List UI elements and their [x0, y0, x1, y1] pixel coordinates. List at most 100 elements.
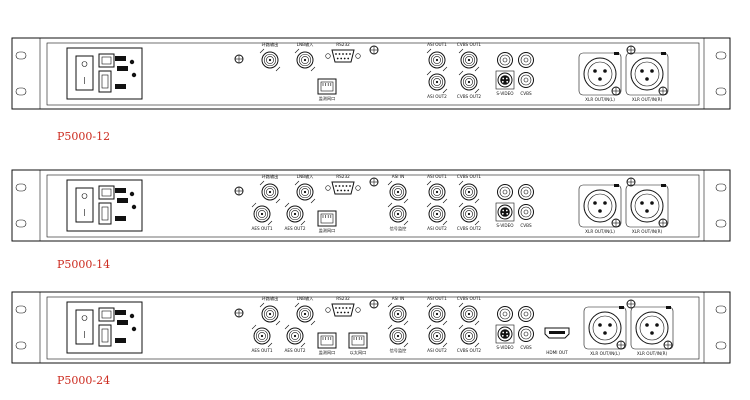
db9-connector: [325, 303, 361, 317]
screw-icon: [234, 186, 244, 196]
screw-icon: [658, 86, 668, 96]
label-net1: 监测网口: [319, 95, 336, 102]
xlr-pin: [603, 331, 607, 335]
rj45-socket: [320, 81, 334, 92]
bnc-pin: [303, 58, 307, 62]
bnc-inner: [465, 310, 473, 318]
db9-shell: [331, 49, 355, 63]
bnc-pin: [467, 80, 471, 84]
bnc-lug: [442, 198, 448, 204]
bnc-lug: [474, 342, 480, 348]
bnc-lug: [458, 202, 464, 208]
s-video-connector: [495, 202, 515, 222]
s-video-pin: [505, 331, 508, 334]
label-cvbs-out2: CVBS OUT2: [457, 226, 481, 231]
bnc-asi-out2: [426, 70, 448, 94]
bnc-asi-in: [387, 180, 409, 204]
bnc-asi-out1: [426, 302, 448, 326]
label-cvbs-out1: CVBS OUT1: [457, 42, 481, 47]
db9-pin: [343, 311, 346, 314]
db9-pin: [338, 307, 341, 309]
rack-ear-slot: [715, 87, 727, 96]
bnc-inner: [465, 188, 473, 196]
bnc-inner: [433, 210, 441, 218]
label-aes1: AES OUT1: [251, 348, 272, 353]
bnc-pin: [303, 190, 307, 194]
bnc-ring: [255, 329, 269, 343]
label-asi-out2: ASI OUT2: [427, 348, 447, 353]
screw-icon: [369, 299, 379, 309]
db9-pin: [335, 53, 337, 55]
rca-outer: [518, 326, 534, 342]
bnc-pin: [396, 334, 400, 338]
bnc-ring: [430, 329, 444, 343]
bnc-lug: [310, 66, 316, 72]
power-switch-marker: [81, 193, 88, 199]
rack-ear-slot: [15, 87, 27, 96]
db9-pin: [343, 189, 346, 192]
rca-jack: [518, 184, 534, 200]
label-net2: 以太网口: [350, 349, 367, 356]
bnc-ant-out: [259, 302, 281, 326]
xlr-latch: [614, 184, 619, 187]
bnc-pin: [396, 190, 400, 194]
bnc-lug: [474, 220, 480, 226]
db9-screw: [355, 53, 361, 59]
s-video-pin: [506, 334, 509, 337]
bnc-ring: [263, 53, 277, 67]
db9-pin: [343, 57, 346, 60]
bnc-ant-out: [259, 180, 281, 204]
bnc-lug: [294, 48, 300, 54]
rj45-body: [317, 210, 337, 227]
bnc-lug: [251, 202, 257, 208]
fuse-holder: [98, 185, 115, 200]
xlr-pin: [640, 69, 644, 73]
bnc-asi-out2: [426, 202, 448, 226]
rack-ear-slot: [15, 219, 27, 228]
rack-ear-slot: [15, 51, 27, 60]
label-asi-out1: ASI OUT1: [427, 296, 447, 301]
xlr-pin: [655, 323, 659, 327]
indicator-icon: [129, 313, 135, 319]
screw-icon: [616, 340, 626, 350]
bnc-pin: [260, 212, 264, 216]
s-video-plate: [495, 324, 515, 344]
label-xlr-l: XLR OUT/IN(L): [585, 229, 615, 234]
rca-outer: [518, 306, 534, 322]
power-module-frame: [66, 47, 143, 100]
bnc-lug: [442, 342, 448, 348]
bnc-inner: [258, 332, 266, 340]
label-asi-out1: ASI OUT1: [427, 174, 447, 179]
bnc-inner: [301, 310, 309, 318]
rca-outer: [518, 204, 534, 220]
bnc-pin: [293, 212, 297, 216]
hdmi-contacts: [549, 331, 565, 334]
s-video-pin: [505, 209, 508, 212]
label-cvbs: CVBS: [520, 345, 532, 350]
db9-pin: [338, 185, 341, 187]
screw-icon: [369, 177, 379, 187]
bnc-lug: [310, 198, 316, 204]
xlr-ring: [634, 193, 660, 219]
s-video-inner: [500, 75, 510, 85]
bnc-pin: [396, 312, 400, 316]
bnc-cvbs-out1: [458, 48, 480, 72]
rj45-monitor: [317, 78, 337, 95]
rca-jack: [497, 306, 513, 322]
bnc-pin: [467, 190, 471, 194]
db9-pin: [342, 53, 344, 55]
warning-label: [115, 84, 126, 89]
label-xlr-r: XLR OUT/IN(R): [637, 351, 668, 356]
bnc-lug: [259, 48, 265, 54]
xlr-right: [630, 306, 674, 350]
rca-jack: [497, 52, 513, 68]
bnc-ring: [263, 185, 277, 199]
bnc-ring: [391, 307, 405, 321]
db9-connector: [325, 181, 361, 195]
bnc-lug: [426, 324, 432, 330]
screw-icon: [234, 308, 244, 318]
bnc-pin: [268, 190, 272, 194]
xlr-plate: [630, 306, 674, 350]
rj45-ethernet: [348, 332, 368, 349]
bnc-lug: [403, 198, 409, 204]
